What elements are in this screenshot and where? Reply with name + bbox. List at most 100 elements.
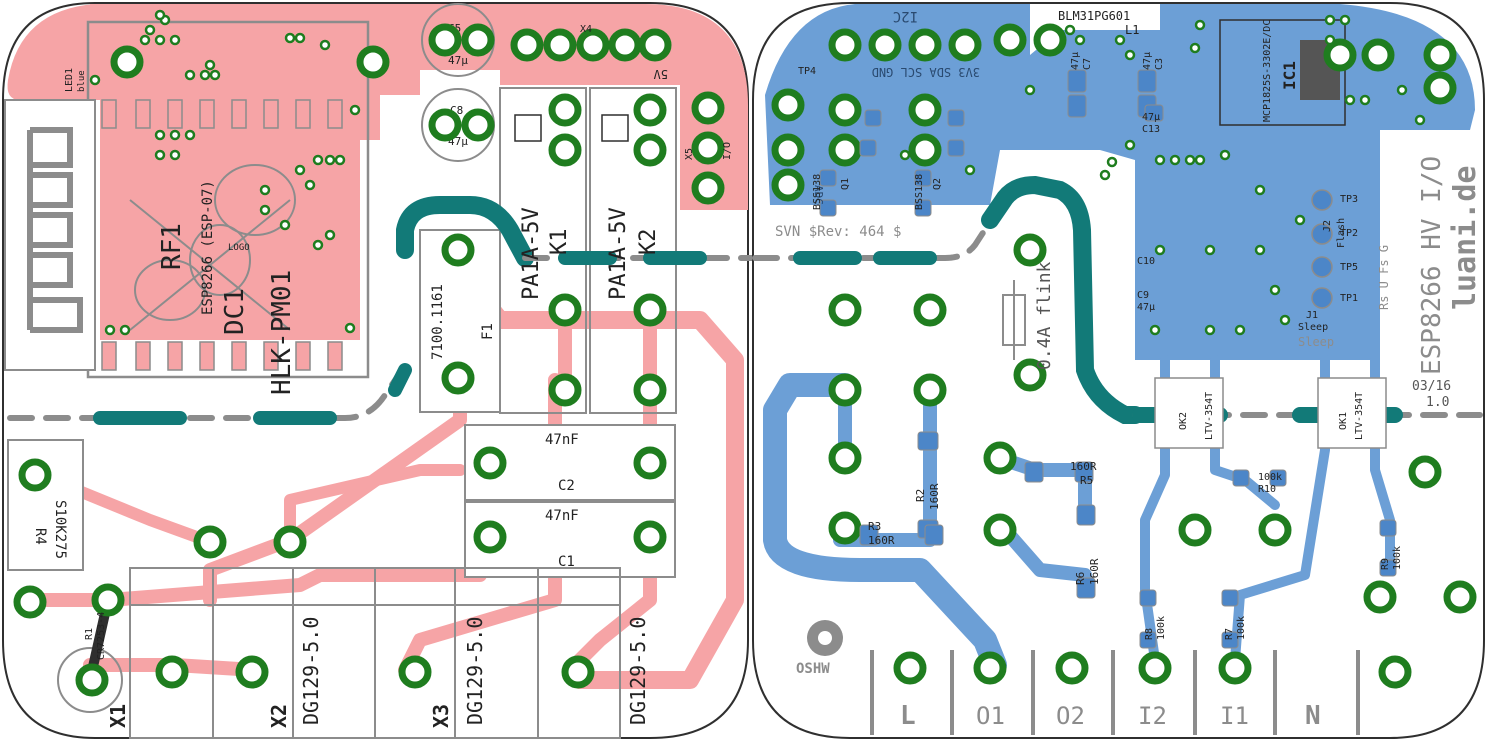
i2c-pins-label: 3V3 SDA SCL GND	[872, 65, 980, 79]
via	[1324, 34, 1336, 46]
via	[1106, 156, 1118, 168]
terminal-label-n: N	[1305, 701, 1321, 731]
r10-value: 100k	[1258, 472, 1282, 483]
ok2-part: LTV-354T	[1204, 392, 1215, 440]
r8-label: R8	[1144, 628, 1155, 640]
r4-label: R4	[32, 528, 48, 545]
terminal-x1-type: DG129-5.0	[299, 617, 323, 725]
l1-label: L1	[1125, 23, 1139, 37]
board-date: 03/16	[1412, 379, 1451, 394]
f1-label: F1	[480, 323, 496, 340]
tht-pad	[1363, 580, 1397, 614]
smd-pad	[1074, 461, 1094, 483]
via	[1169, 154, 1181, 166]
q1-part-label: BSS138	[812, 174, 823, 210]
k1-type-label: PA1A-5V	[519, 207, 544, 300]
via	[1064, 24, 1076, 36]
c2-value: 47nF	[545, 432, 579, 448]
via	[1189, 42, 1201, 54]
rf1-label: RF1	[157, 223, 187, 270]
via	[169, 149, 181, 161]
via	[1204, 324, 1216, 336]
left-board-labels: LED1 blue RF1 ESP8266 (ESP-07) LOGO DC1 …	[32, 24, 733, 728]
tp1-label: TP1	[1340, 293, 1358, 304]
tp-side-label: Rs U Fs G	[1377, 245, 1391, 310]
smd-pad	[1067, 69, 1087, 93]
tht-pad	[828, 133, 862, 167]
x5-sublabel: I/O	[722, 142, 733, 160]
tht-pad	[1378, 655, 1412, 689]
smd-pad	[947, 139, 965, 157]
via	[1149, 324, 1161, 336]
ic1-part-label: MCP1825S-3302E/DC	[1262, 20, 1273, 122]
test-point	[1311, 256, 1333, 278]
tht-pad	[908, 28, 942, 62]
via	[154, 129, 166, 141]
via	[1024, 84, 1036, 96]
tht-pad	[273, 525, 307, 559]
c9-value: 47µ	[1137, 302, 1155, 313]
x1-label: X1	[106, 704, 130, 728]
i2c-label: I2C	[893, 8, 918, 24]
r6-label: R6	[1074, 572, 1087, 585]
dc1-label: DC1	[220, 288, 250, 335]
tht-pad	[633, 93, 667, 127]
smd-pad	[1221, 631, 1239, 649]
smd-pad	[864, 109, 882, 127]
tht-pad	[1013, 233, 1047, 267]
tht-pad	[75, 663, 109, 697]
c3-label: C3	[1154, 58, 1165, 70]
smd-pad	[914, 169, 932, 187]
smd-pad	[1379, 519, 1397, 537]
tht-pad	[110, 45, 144, 79]
via	[304, 179, 316, 191]
ok1-label: OK1	[1338, 412, 1349, 430]
x3-label: X3	[429, 704, 453, 728]
via	[319, 39, 331, 51]
x5-label: X5	[684, 148, 695, 160]
tht-pad	[633, 373, 667, 407]
via	[1219, 149, 1231, 161]
ok1-part: LTV-354T	[1354, 392, 1365, 440]
via	[1396, 84, 1408, 96]
smd-pad	[914, 199, 932, 217]
smd-pad	[1144, 104, 1164, 122]
tht-pad	[828, 373, 862, 407]
tht-pad	[771, 168, 805, 202]
smd-pad	[1269, 469, 1287, 487]
j2-label: J2	[1322, 220, 1333, 232]
through-hole-pads	[13, 23, 1477, 697]
r9-label: R9	[1380, 558, 1391, 570]
tht-pad	[441, 361, 475, 395]
k2-label: K2	[636, 229, 661, 256]
via	[1254, 244, 1266, 256]
via	[1194, 19, 1206, 31]
right-board-labels: I2C 3V3 SDA SCL GND TP4 ADC BSS138 Q1 BS…	[775, 8, 1483, 731]
c10-label: C10	[1137, 256, 1155, 267]
via	[1154, 154, 1166, 166]
sleep-silk-label: Sleep	[1298, 335, 1334, 349]
tht-pad	[1443, 580, 1477, 614]
tht-pad	[1361, 38, 1395, 72]
q2-part-label: BSS138	[914, 174, 925, 210]
r6-value: 160R	[1088, 558, 1101, 585]
tht-pad	[1033, 23, 1067, 57]
via	[259, 204, 271, 216]
r2-value: 160R	[928, 483, 941, 510]
right-board	[752, 2, 1485, 739]
board-version: 1.0	[1426, 395, 1449, 410]
via	[1269, 284, 1281, 296]
tht-pad	[235, 655, 269, 689]
j1-label: J1	[1306, 310, 1318, 321]
smd-pad	[1137, 69, 1157, 93]
terminal-blocks-left	[129, 567, 621, 739]
c13-label: C13	[1142, 124, 1160, 135]
tht-pad	[461, 23, 495, 57]
terminal-label-o1: O1	[976, 702, 1005, 730]
via	[169, 129, 181, 141]
via	[1294, 214, 1306, 226]
r9-value: 100k	[1392, 546, 1403, 570]
tht-pad	[576, 28, 610, 62]
tht-pad	[993, 23, 1027, 57]
smd-pad	[924, 524, 944, 546]
